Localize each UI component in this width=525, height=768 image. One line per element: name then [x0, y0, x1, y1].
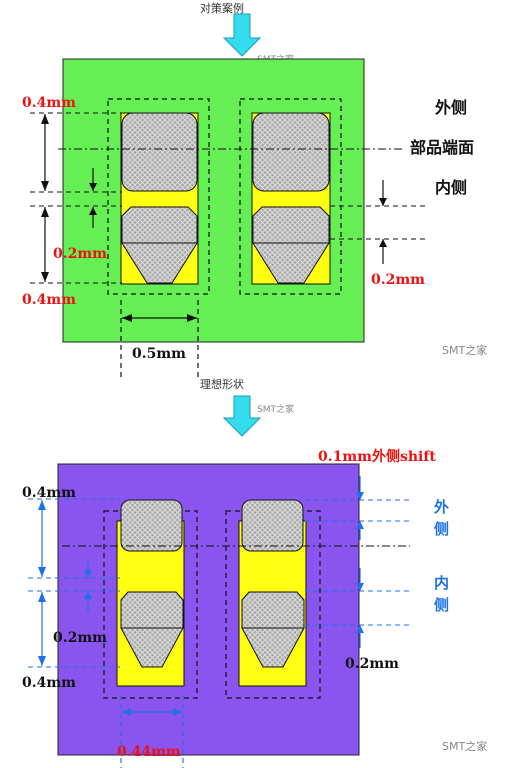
dim-label-right-02-b: 0.2mm: [345, 656, 399, 672]
dim-label-bottom-04: 0.4mm: [22, 292, 76, 308]
label-shift-note: 0.1mm外侧shift: [318, 449, 436, 465]
top-panel: [30, 58, 425, 378]
dim-label-bottom-04-b: 0.4mm: [22, 675, 76, 691]
dim-label-right-02: 0.2mm: [371, 272, 425, 288]
label-inner-side: 内侧: [435, 178, 468, 197]
label-outer-char-2: 侧: [434, 520, 450, 538]
label-component-edge: 部品端面: [410, 138, 475, 157]
caption-countermeasure: 对策案例: [200, 2, 244, 15]
caption-ideal-shape: 理想形状: [200, 378, 244, 391]
label-inner-char-2: 侧: [434, 596, 450, 614]
label-outer-side: 外侧: [435, 98, 468, 117]
dim-label-top-04: 0.4mm: [22, 95, 76, 111]
bottom-panel: [28, 463, 410, 768]
dim-label-mid-02: 0.2mm: [53, 246, 107, 262]
label-outer-char-1: 外: [434, 498, 450, 516]
label-inner-char-1: 内: [434, 574, 450, 592]
watermark-right-top: SMT之家: [442, 344, 488, 357]
dim-label-width-044: 0.44mm: [117, 744, 181, 760]
dim-label-mid-02-b: 0.2mm: [53, 630, 107, 646]
dim-label-top-04-b: 0.4mm: [22, 485, 76, 501]
watermark-bottom: SMT之家: [442, 740, 488, 753]
dim-label-width-05: 0.5mm: [132, 346, 186, 362]
down-arrow-icon: [222, 13, 262, 57]
watermark-middle: SMT之家: [257, 405, 294, 415]
down-arrow-icon: [222, 395, 262, 437]
